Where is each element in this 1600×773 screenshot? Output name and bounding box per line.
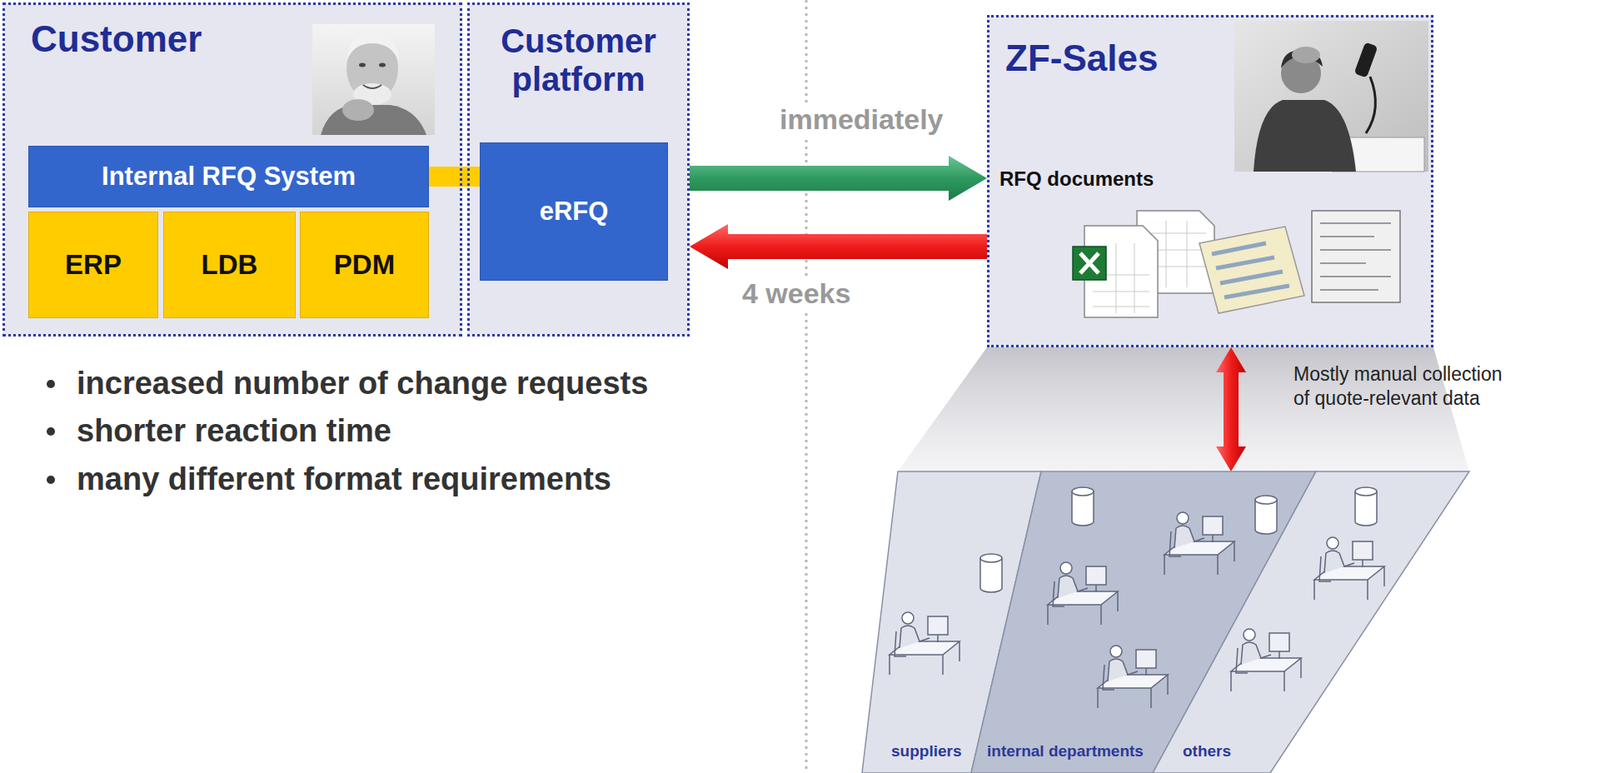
photo-eye [378, 63, 386, 68]
text-holder: RFQ documents [999, 167, 1154, 191]
box-label: LDB [201, 249, 259, 281]
photo-hand [1291, 46, 1321, 64]
others-band: others [1152, 471, 1470, 773]
band-label: others [1182, 742, 1232, 761]
photo-phone [1354, 41, 1379, 78]
band-shape [1152, 471, 1470, 773]
form-lines [1320, 223, 1391, 290]
send-arrow [689, 155, 987, 201]
text-holder: Customer [30, 18, 202, 61]
workstation [1097, 645, 1168, 708]
system-bar: Internal RFQ System [28, 145, 429, 208]
bullet-dot [46, 427, 55, 436]
box-label: Internal RFQ System [101, 161, 356, 192]
band-label: suppliers [891, 742, 962, 761]
collect-arrow [1216, 347, 1247, 472]
box-title: Customer platform [474, 21, 683, 99]
sheet-logo-cross [1080, 253, 1099, 274]
timing-label: 4 weeks [738, 277, 854, 310]
box-title: Customer [30, 18, 202, 61]
database-cylinder [1255, 495, 1277, 534]
photo-body [1253, 99, 1356, 172]
timing-label: immediately [776, 103, 948, 136]
database-cylinder [1071, 487, 1094, 526]
workstation [1164, 512, 1235, 575]
database-cylinder [980, 553, 1002, 593]
text-holder: increased number of change requests [76, 365, 648, 403]
workstation [1047, 562, 1118, 625]
text-holder: suppliers [891, 742, 962, 761]
form-sheet [1311, 210, 1401, 303]
customer-photo [312, 24, 435, 135]
database-box: ERP [28, 211, 159, 319]
photo-cord [1365, 76, 1376, 134]
database-cylinder [1355, 487, 1377, 526]
box-title: ZF-Sales [1005, 37, 1158, 80]
photo-ground [312, 24, 435, 135]
box-label: PDM [333, 249, 395, 281]
band-outline [1152, 471, 1470, 773]
workstation [889, 612, 960, 675]
erfq-box: eRFQ [479, 142, 668, 281]
photo-hair [346, 33, 399, 62]
text-holder: Mostly manual collection of quote-releva… [1293, 362, 1512, 411]
sales-photo [1234, 20, 1429, 172]
sheet-logo [1072, 246, 1107, 280]
workstation [1314, 537, 1385, 600]
text-holder: 4 weeks [738, 277, 854, 310]
text-holder: immediately [776, 103, 948, 136]
photo-smile [363, 84, 382, 89]
bullet-text: increased number of change requests [76, 365, 648, 403]
photo-hand [342, 99, 374, 121]
drawing-marks [1211, 243, 1290, 298]
platform-box: Customer platform eRFQ [467, 2, 690, 337]
note-label: Mostly manual collection of quote-releva… [1293, 362, 1512, 411]
box-label: ERP [64, 249, 122, 281]
workstation [1231, 628, 1301, 692]
documents-caption: RFQ documents [999, 167, 1154, 191]
bullet-dot [46, 379, 55, 389]
photo-eye [358, 63, 366, 68]
system-link [428, 166, 480, 187]
band-label: internal departments [986, 742, 1144, 761]
text-holder: internal departments [986, 742, 1144, 761]
document-icons [1072, 210, 1401, 318]
text-holder: many different format requirements [76, 461, 612, 499]
text-holder: shorter reaction time [76, 413, 392, 450]
database-box: LDB [163, 211, 296, 319]
text-holder: ZF-Sales [1005, 37, 1158, 80]
text-holder: Customer platform [474, 21, 683, 99]
text-holder: others [1182, 742, 1232, 761]
photo-ground [1234, 20, 1429, 172]
reply-arrow [689, 224, 987, 270]
workplace-figures [889, 487, 1385, 708]
database-box: PDM [299, 211, 429, 319]
bullet-text: many different format requirements [76, 461, 612, 499]
bullet-text: shorter reaction time [76, 413, 392, 450]
drawing-sheet [1199, 226, 1305, 314]
bullet-dot [46, 475, 55, 484]
box-label: eRFQ [539, 196, 609, 227]
